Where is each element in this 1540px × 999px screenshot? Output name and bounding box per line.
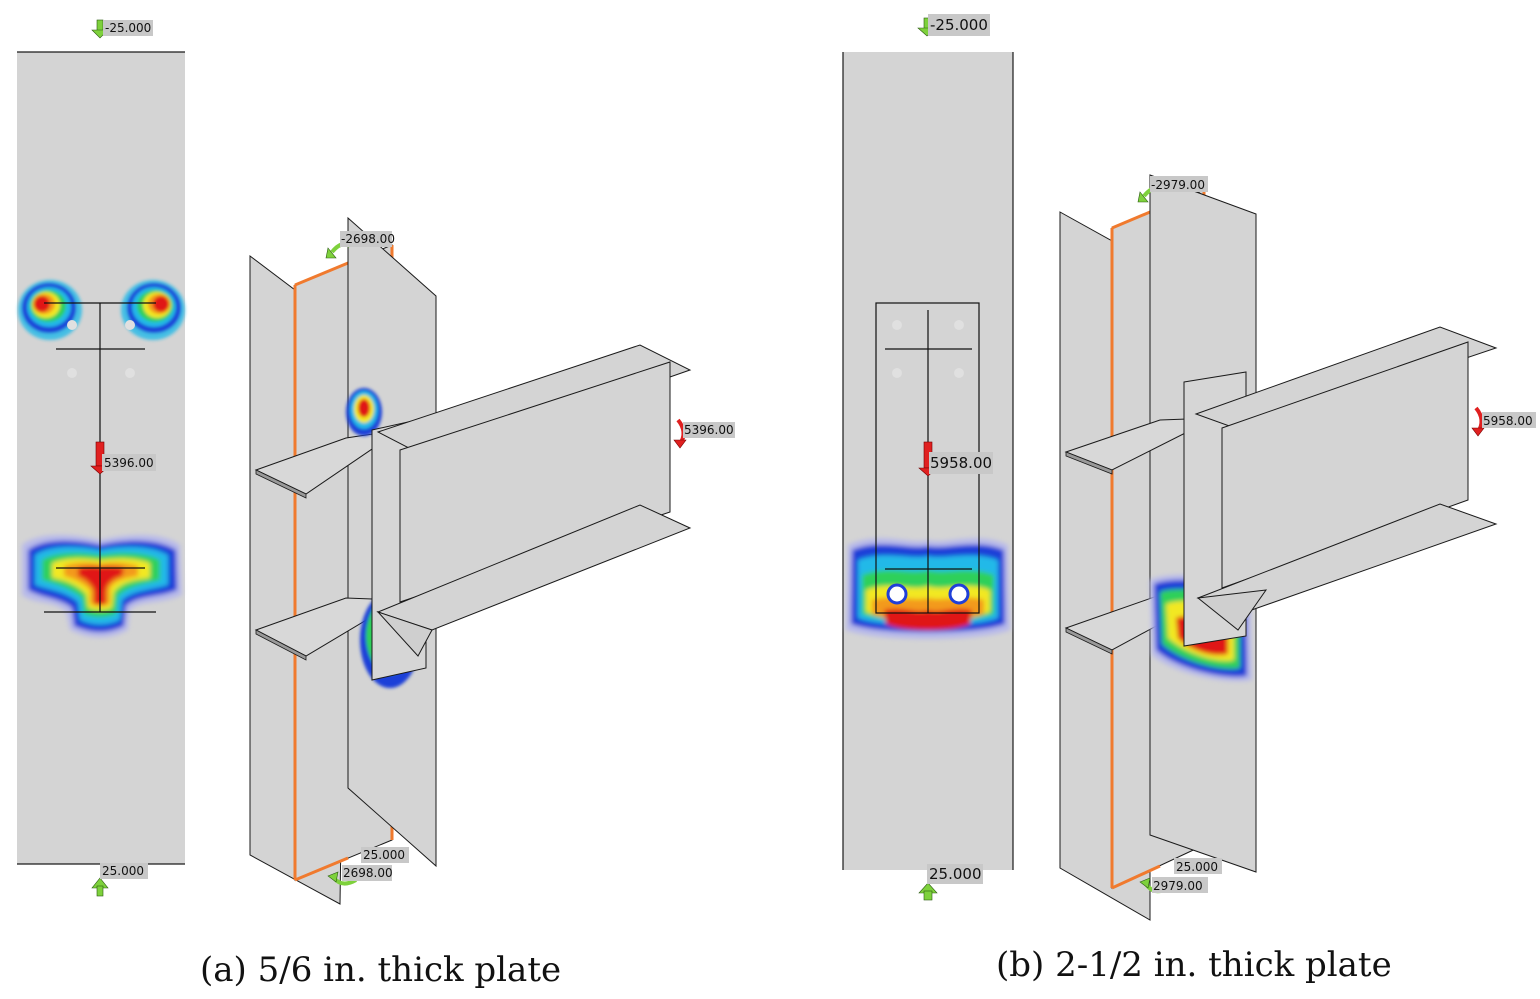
front-bottom-force-label: 25.000 (929, 865, 982, 883)
panel-b-iso-view: -2979.00 25.000 2979.00 5958.00 (1059, 174, 1536, 921)
front-bottom-force-label: 25.000 (102, 864, 144, 878)
front-top-force-label: -25.000 (105, 21, 151, 35)
iso-bottom-force-label: 25.000 (363, 848, 405, 862)
front-top-force-label: -25.000 (930, 16, 988, 34)
front-moment-label: 5396.00 (104, 456, 154, 470)
panel-a-iso-view: -2698.00 25.000 2698.00 5396.00 (249, 216, 735, 905)
iso-bottom-moment-label: 2698.00 (343, 866, 393, 880)
panel-a-front-view: -25.000 25.000 5396.00 (17, 19, 185, 897)
front-moment-label: 5958.00 (930, 454, 992, 472)
iso-beam-moment-icon (1471, 406, 1485, 437)
caption-panel-a: (a) 5/6 in. thick plate (200, 950, 562, 990)
load-arrow-bottom-icon (918, 882, 938, 901)
iso-bottom-moment-icon (327, 871, 357, 886)
iso-bottom-moment-label: 2979.00 (1153, 879, 1203, 893)
load-arrow-bottom-icon (91, 877, 109, 897)
stress-contour-bottom (22, 535, 182, 638)
panel-b-front-view: -25.000 25.000 5958.00 (842, 14, 1014, 901)
iso-beam-moment-label: 5958.00 (1483, 414, 1533, 428)
iso-beam-moment-label: 5396.00 (684, 423, 734, 437)
iso-bottom-force-label: 25.000 (1176, 860, 1218, 874)
iso-top-moment-label: -2979.00 (1151, 178, 1205, 192)
iso-top-moment-label: -2698.00 (341, 232, 395, 246)
stress-contour-top-left (18, 280, 82, 340)
stress-contour-top-right (121, 280, 185, 340)
caption-panel-b: (b) 2-1/2 in. thick plate (996, 945, 1392, 985)
